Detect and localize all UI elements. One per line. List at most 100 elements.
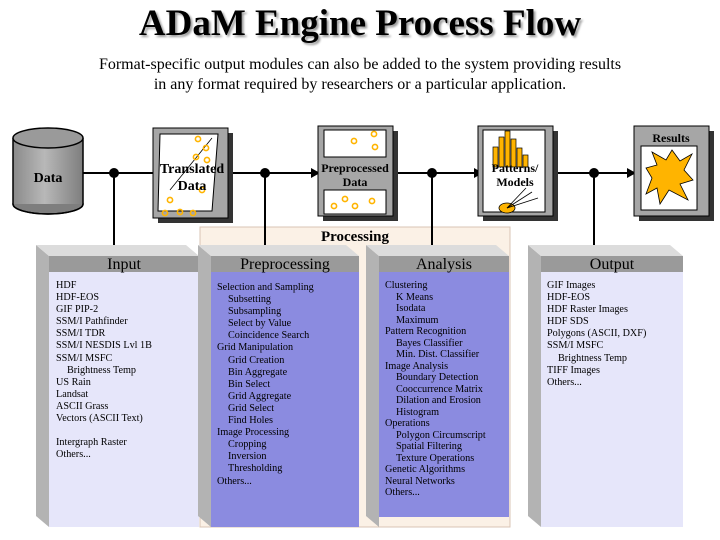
input-panel-shape	[36, 245, 199, 527]
analysis-list-item: Clustering	[385, 280, 428, 291]
analysis-list-item: Maximum	[396, 314, 439, 326]
input-list-item: SSM/I NESDIS Lvl 1B	[56, 340, 152, 352]
analysis-list-item: Image Analysis	[385, 360, 449, 372]
output-panel-shape	[528, 245, 683, 527]
arrow-to-results	[627, 168, 636, 178]
analysis-list-item: Isodata	[396, 303, 426, 314]
results-icon	[633, 125, 714, 221]
subtitle-line: in any format required by researchers or…	[153, 76, 567, 93]
analysis-list-item: Polygon Circumscript	[396, 429, 486, 441]
input-list-item: GIF PIP-2	[56, 304, 99, 316]
input-list-item: ASCII Grass	[56, 400, 109, 412]
input-list-item: HDF-EOS	[56, 292, 100, 304]
input-list-item: SSM/I MSFC	[56, 352, 113, 364]
output-list-item: Polygons (ASCII, DXF)	[547, 328, 647, 340]
analysis-list-item: Texture Operations	[396, 452, 475, 464]
translated-node-line: Translated	[159, 162, 225, 177]
analysis-list-item: Genetic Algorithms	[385, 464, 466, 475]
preprocessing-list-item: Grid Aggregate	[228, 390, 292, 402]
preprocessing-list-item: Image Processing	[217, 427, 290, 439]
input-list-item: US Rain	[56, 376, 91, 388]
subtitle: Format-specific output modules can also …	[40, 55, 680, 95]
translated-data-icon	[152, 127, 233, 223]
arrow-to-preprocessed	[311, 168, 320, 178]
output-list-item: HDF Raster Images	[547, 304, 628, 316]
input-panel-title: Input	[107, 256, 141, 273]
preprocessing-list-item: Inversion	[228, 451, 267, 463]
output-list-item: GIF Images	[547, 280, 596, 291]
preprocessed-node-line: Preprocessed	[321, 161, 389, 175]
output-list-item: SSM/I MSFC	[547, 340, 604, 352]
output-list-item: HDF-EOS	[547, 292, 591, 304]
junction-dot	[109, 168, 119, 178]
analysis-panel-title: Analysis	[416, 256, 472, 273]
translated-node-label: Translated Data	[150, 161, 234, 195]
input-list-item: SSM/I Pathfinder	[56, 316, 128, 328]
analysis-list-item: Pattern Recognition	[385, 326, 467, 337]
preprocessing-list-item: Cropping	[228, 439, 267, 451]
input-list-item: SSM/I TDR	[56, 328, 106, 340]
data-cylinder-icon	[12, 127, 84, 215]
preprocessed-node-label: Preprocessed Data	[314, 161, 396, 189]
preprocessing-list-item: Selection and Sampling	[217, 282, 314, 293]
patterns-node-label: Patterns/ Models	[474, 161, 556, 189]
processing-label: Processing	[320, 229, 390, 245]
input-list-item: Others...	[56, 449, 91, 461]
preprocessing-list-item: Grid Select	[228, 402, 275, 414]
analysis-list-item: Spatial Filtering	[396, 441, 462, 452]
preprocessing-panel-title: Preprocessing	[240, 256, 330, 273]
preprocessed-node-line: Data	[342, 175, 368, 189]
input-list-item: Landsat	[56, 388, 89, 400]
patterns-node-line: Patterns/	[491, 161, 539, 175]
results-node-label: Results	[652, 131, 690, 145]
analysis-list-item: Min. Dist. Classifier	[396, 349, 480, 360]
analysis-list-item: Operations	[385, 418, 430, 429]
analysis-list-item: Boundary Detection	[396, 372, 479, 383]
output-list-item: HDF SDS	[547, 316, 589, 328]
output-list-item: TIFF Images	[547, 364, 600, 376]
preprocessing-list-item: Subsetting	[228, 294, 272, 306]
preprocessing-list-item: Coincidence Search	[228, 330, 310, 342]
preprocessing-list-item: Thresholding	[228, 463, 283, 475]
preprocessing-list-item: Subsampling	[228, 306, 282, 318]
output-panel-title: Output	[589, 256, 635, 273]
input-list-item: Brightness Temp	[67, 364, 136, 376]
analysis-list-item: Dilation and Erosion	[396, 395, 481, 406]
analysis-list-item: K Means	[396, 291, 434, 303]
patterns-models-icon	[477, 125, 558, 221]
preprocessing-list-item: Bin Aggregate	[228, 366, 288, 378]
input-list-item	[56, 425, 152, 437]
preprocessed-data-icon	[317, 125, 398, 221]
analysis-panel-shape	[366, 245, 509, 527]
data-node-label: Data	[33, 171, 63, 186]
analysis-list-item: Others...	[385, 487, 420, 498]
output-list-item: Brightness Temp	[558, 352, 627, 364]
preprocessing-list-item: Find Holes	[228, 415, 273, 427]
preprocessing-list-item: Select by Value	[228, 318, 292, 330]
patterns-node-line: Models	[496, 175, 534, 189]
junction-dot	[427, 168, 437, 178]
input-list-item: Intergraph Raster	[56, 437, 127, 449]
page-title: ADaM Engine Process Flow	[138, 3, 582, 44]
preprocessing-list-item: Others...	[217, 475, 252, 487]
input-list-item: Vectors (ASCII Text)	[56, 413, 143, 425]
input-list-item: HDF	[56, 280, 77, 291]
preprocessing-list-item: Grid Manipulation	[217, 342, 294, 354]
analysis-list-item: Cooccurrence Matrix	[396, 383, 483, 395]
preprocessing-list-item: Grid Creation	[228, 354, 285, 366]
preprocessing-panel-shape	[198, 245, 359, 527]
subtitle-line: Format-specific output modules can also …	[98, 56, 622, 73]
junction-dot	[589, 168, 599, 178]
junction-dot	[260, 168, 270, 178]
preprocessing-list-item: Bin Select	[228, 378, 271, 390]
output-list-item: Others...	[547, 376, 582, 388]
